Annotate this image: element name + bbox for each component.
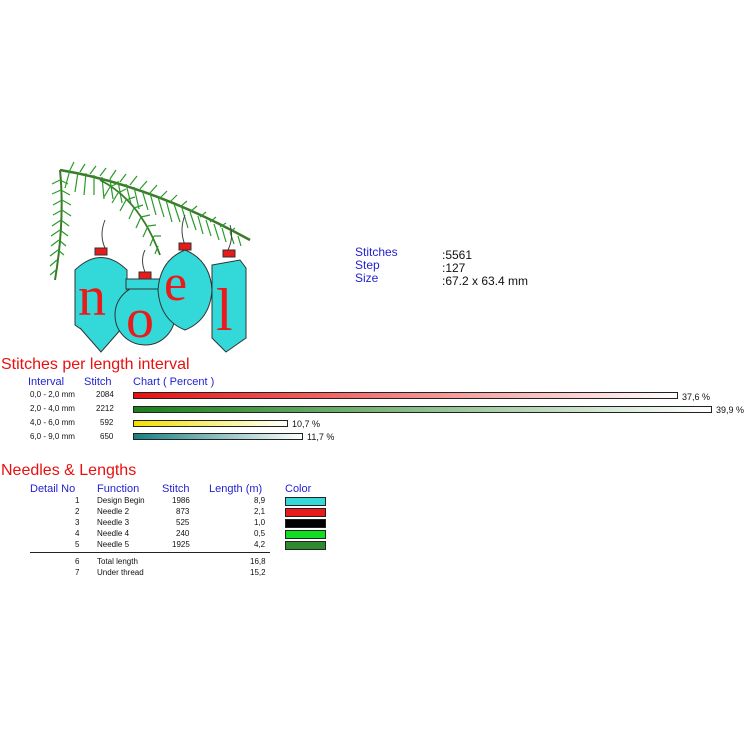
needle-no: 2 [75, 507, 80, 516]
stitches-value: :5561 [442, 248, 473, 262]
needle-length: 1,0 [254, 518, 266, 527]
totals-divider [30, 552, 270, 553]
interval-header: Interval [28, 376, 65, 388]
percent-label: 37,6 % [682, 392, 711, 402]
chart-header: Chart ( Percent ) [133, 376, 215, 388]
stitch-header: Stitch [84, 376, 112, 388]
needle-stitch: 525 [176, 518, 190, 527]
needle-no: 1 [75, 496, 80, 505]
needle-stitch: 1925 [172, 540, 190, 549]
percent-label: 39,9 % [716, 405, 745, 415]
needle-color-swatch [285, 508, 326, 517]
svg-text:e: e [164, 255, 187, 312]
needle-color-swatch [285, 541, 326, 550]
needle-no: 4 [75, 529, 80, 538]
info-labels: Stitches Step Size [355, 246, 398, 285]
needle-color-swatch [285, 530, 326, 539]
needle-function: Needle 3 [97, 518, 130, 527]
interval-row-label: 2,0 - 4,0 mm [30, 404, 75, 413]
design-preview: n o e l [49, 161, 251, 353]
step-label: Step [355, 258, 380, 272]
interval-row-stitch: 592 [100, 418, 114, 427]
total-function: Under thread [97, 568, 144, 577]
needle-stitch: 1986 [172, 496, 190, 505]
needle-no: 5 [75, 540, 80, 549]
needle-stitch: 240 [176, 529, 190, 538]
size-value: :67.2 x 63.4 mm [442, 274, 529, 288]
needle-function: Needle 2 [97, 507, 130, 516]
size-label: Size [355, 271, 379, 285]
interval-row-label: 6,0 - 9,0 mm [30, 432, 75, 441]
needles-section-title: Needles & Lengths [1, 462, 137, 479]
interval-section-title: Stitches per length interval [1, 356, 190, 373]
interval-bar [133, 420, 288, 427]
needle-color-swatch [285, 497, 326, 506]
svg-text:l: l [216, 277, 233, 343]
color-header: Color [285, 483, 312, 495]
interval-bar [133, 392, 678, 399]
needle-no: 3 [75, 518, 80, 527]
info-values: :5561 :127 :67.2 x 63.4 mm [442, 249, 528, 288]
total-function: Total length [97, 557, 138, 566]
length-header: Length (m) [209, 483, 263, 495]
svg-text:o: o [126, 288, 154, 350]
total-length: 15,2 [250, 568, 266, 577]
svg-text:n: n [78, 266, 106, 328]
needle-length: 4,2 [254, 540, 266, 549]
interval-bar [133, 406, 712, 413]
needle-length: 8,9 [254, 496, 266, 505]
percent-label: 11,7 % [307, 432, 335, 442]
needle-length: 2,1 [254, 507, 266, 516]
stitch-header: Stitch [162, 483, 190, 495]
interval-row-label: 4,0 - 6,0 mm [30, 418, 75, 427]
total-no: 7 [75, 568, 80, 577]
step-value: :127 [442, 261, 466, 275]
total-length: 16,8 [250, 557, 266, 566]
percent-label: 10,7 % [292, 419, 321, 429]
stitches-label: Stitches [355, 245, 398, 259]
interval-bar [133, 433, 303, 440]
detail-header: Detail No [30, 483, 76, 495]
interval-row-label: 0,0 - 2,0 mm [30, 390, 75, 399]
needle-function: Needle 4 [97, 529, 130, 538]
interval-row-stitch: 2212 [96, 404, 114, 413]
needle-function: Needle 5 [97, 540, 130, 549]
needle-color-swatch [285, 519, 326, 528]
needle-stitch: 873 [176, 507, 190, 516]
total-no: 6 [75, 557, 80, 566]
interval-row-stitch: 2084 [96, 390, 114, 399]
function-header: Function [97, 483, 140, 495]
needle-function: Design Begin [97, 496, 145, 505]
interval-row-stitch: 650 [100, 432, 114, 441]
needle-length: 0,5 [254, 529, 266, 538]
